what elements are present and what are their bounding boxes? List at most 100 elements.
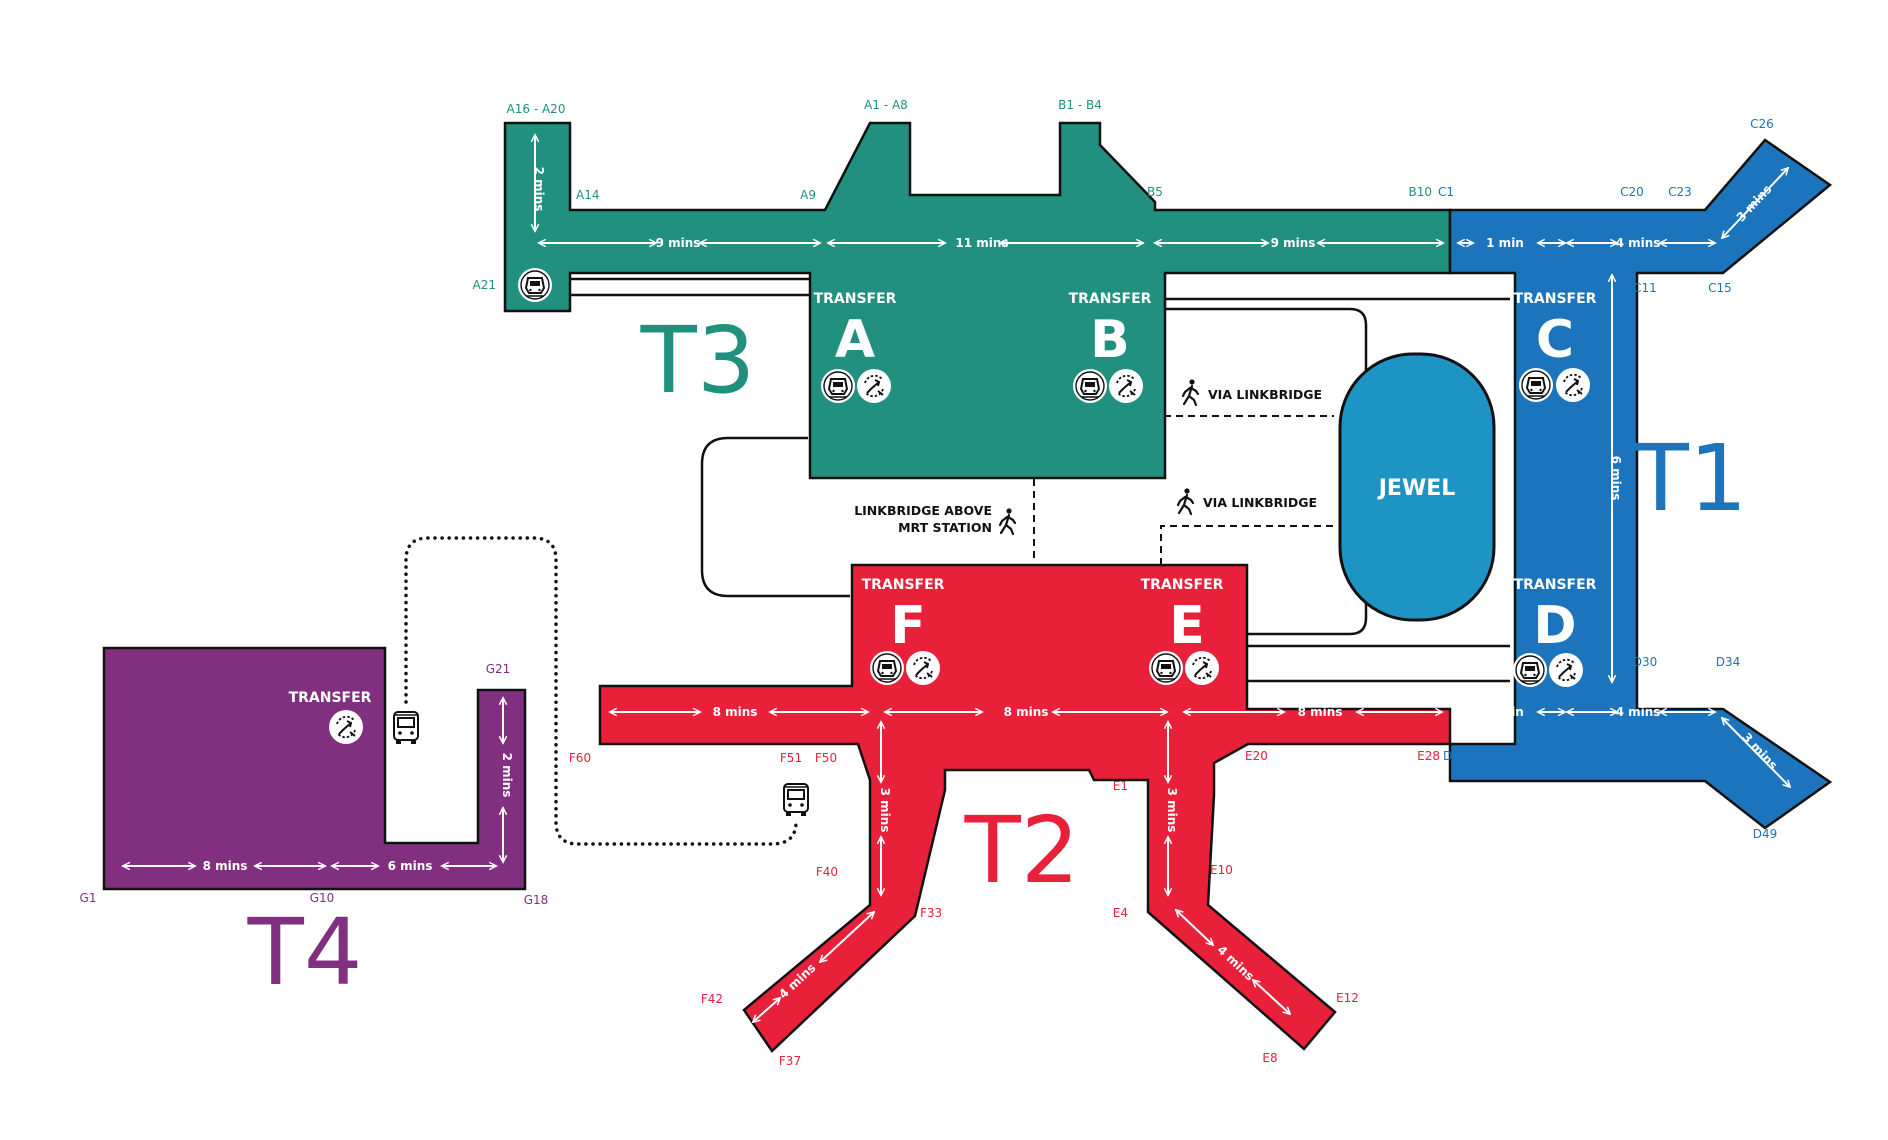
dashed-linkbridges	[1033, 415, 1334, 565]
gate-label: D40	[1443, 749, 1468, 763]
gate-label: A1 - A8	[864, 98, 908, 112]
transfer-desk-icon[interactable]	[905, 650, 941, 686]
skytrain-icon[interactable]	[1072, 368, 1108, 404]
via-linkbridge-label-2: VIA LINKBRIDGE	[1203, 495, 1317, 510]
terminal-t4-name: T4	[247, 899, 363, 1006]
walk-time-t4-left: 8 mins	[203, 859, 248, 873]
gate-label: G18	[524, 893, 549, 907]
gate-label: F30	[920, 779, 942, 793]
transfer-b-letter: B	[1090, 310, 1130, 370]
linkbridge-mrt-label-line1: LINKBRIDGE ABOVE	[854, 503, 992, 518]
transfer-desk-icon[interactable]	[856, 368, 892, 404]
walking-person-icon	[1176, 487, 1195, 516]
gate-label: A21	[473, 278, 496, 292]
transfer-desk-icon[interactable]	[1548, 652, 1584, 688]
gate-label: C15	[1708, 281, 1732, 295]
gate-label: E1	[1113, 779, 1128, 793]
gate-label: F37	[779, 1054, 801, 1068]
walk-time-t2-e-vertical: 3 mins	[1165, 788, 1179, 833]
transfer-desk-icon[interactable]	[328, 709, 364, 745]
terminal-2[interactable]	[598, 563, 1452, 1053]
walking-person-icon	[998, 507, 1017, 536]
dotted-shuttle-route	[404, 536, 798, 846]
terminal-t3-name: T3	[640, 307, 756, 414]
gate-label: G21	[486, 662, 511, 676]
gate-label: B5	[1147, 185, 1163, 199]
walk-time-t2-right: 8 mins	[1298, 705, 1343, 719]
walk-time-t2-f-vertical: 3 mins	[878, 788, 892, 833]
terminal-t1-name: T1	[1632, 425, 1748, 532]
terminal-3[interactable]	[503, 121, 1452, 480]
skytrain-icon[interactable]	[869, 650, 905, 686]
gate-label: E28	[1417, 749, 1440, 763]
skytrain-icon[interactable]	[1518, 367, 1554, 403]
jewel-label: JEWEL	[1377, 476, 1456, 501]
transfer-f-letter: F	[890, 596, 926, 656]
walk-time-t2-left: 8 mins	[713, 705, 758, 719]
gate-labels-t3: A16 - A20 A14 A21 A9 A1 - A8 B1 - B4 B5 …	[473, 98, 1432, 292]
transfer-d-letter: D	[1533, 596, 1576, 656]
transfer-e-letter: E	[1169, 596, 1205, 656]
skytrain-icon[interactable]	[517, 267, 553, 303]
gate-label: F40	[816, 865, 838, 879]
transfer-desk-icon[interactable]	[1555, 367, 1591, 403]
transfer-b-label: TRANSFER	[1069, 291, 1152, 307]
skytrain-icon[interactable]	[820, 368, 856, 404]
gate-labels-t2: E28 E20 E1 E10 E4 E12 E8 F60 F51 F50 F30…	[569, 749, 1440, 1068]
walk-time-t4-right: 6 mins	[388, 859, 433, 873]
gate-label: C26	[1750, 117, 1774, 131]
walk-time-t3-a-vertical: 2 mins	[532, 167, 546, 212]
gate-label: C1	[1438, 185, 1454, 199]
gate-label: A16 - A20	[507, 102, 566, 116]
linkbridge-labels: VIA LINKBRIDGE VIA LINKBRIDGE LINKBRIDGE…	[854, 387, 1322, 535]
gate-label: E20	[1245, 749, 1268, 763]
walk-time-t4-vertical: 2 mins	[500, 753, 514, 798]
terminal-names: T3 T1 T2 T4	[247, 307, 1748, 1006]
transfer-c-label: TRANSFER	[1514, 291, 1597, 307]
transfer-f-label: TRANSFER	[862, 577, 945, 593]
gate-label: G1	[80, 891, 97, 905]
transfer-c-letter: C	[1536, 310, 1574, 370]
gate-label: E8	[1262, 1051, 1277, 1065]
gate-label: A9	[800, 188, 816, 202]
gate-labels-t1: C1 C20 C23 C26 C11 C15 D30 D34 D40 D46 D…	[1438, 117, 1777, 841]
transfer-desk-icon[interactable]	[1108, 368, 1144, 404]
transfer-a-label: TRANSFER	[814, 291, 897, 307]
gate-labels-t4: G1 G10 G18 G21	[80, 662, 549, 907]
gate-label: C11	[1633, 281, 1657, 295]
walk-time-t1-bottom-d40: 1 min	[1486, 705, 1524, 719]
gate-label: E10	[1210, 863, 1233, 877]
transfer-d-label: TRANSFER	[1514, 577, 1597, 593]
gate-label: F51	[780, 751, 802, 765]
gate-label: G10	[310, 891, 335, 905]
gate-label: D46	[1658, 749, 1683, 763]
gate-label: F42	[701, 992, 723, 1006]
terminal-1[interactable]	[1448, 138, 1833, 830]
linkbridge-mrt-label-line2: MRT STATION	[898, 520, 992, 535]
gate-label: C23	[1668, 185, 1692, 199]
transfer-labels: TRANSFER A TRANSFER B TRANSFER C TRANSFE…	[289, 291, 1597, 706]
terminal-4[interactable]	[102, 646, 527, 891]
gate-label: C20	[1620, 185, 1644, 199]
transfer-e-label: TRANSFER	[1141, 577, 1224, 593]
walk-arrows	[123, 135, 1790, 1022]
transfer-a-letter: A	[835, 310, 875, 370]
gate-label: E12	[1336, 991, 1359, 1005]
walk-time-t2-mid: 8 mins	[1004, 705, 1049, 719]
gate-label: A14	[576, 188, 599, 202]
skytrain-icon[interactable]	[1512, 652, 1548, 688]
gate-label: F50	[815, 751, 837, 765]
jewel-building[interactable]: JEWEL	[1338, 352, 1496, 622]
transfer-desk-icon[interactable]	[1184, 650, 1220, 686]
terminal-t2-name: T2	[964, 797, 1080, 904]
gate-label: D30	[1633, 655, 1658, 669]
walk-time-t1-vertical: 6 mins	[1609, 456, 1623, 501]
gate-label: E4	[1113, 906, 1128, 920]
shuttle-bus-icon[interactable]	[783, 783, 809, 817]
shuttle-bus-icon[interactable]	[393, 711, 419, 745]
walk-time-t1-bottom-mid: 4 mins	[1616, 705, 1661, 719]
skytrain-icon[interactable]	[1148, 650, 1184, 686]
walk-time-t3-right: 9 mins	[1271, 236, 1316, 250]
via-linkbridge-label-1: VIA LINKBRIDGE	[1208, 387, 1322, 402]
